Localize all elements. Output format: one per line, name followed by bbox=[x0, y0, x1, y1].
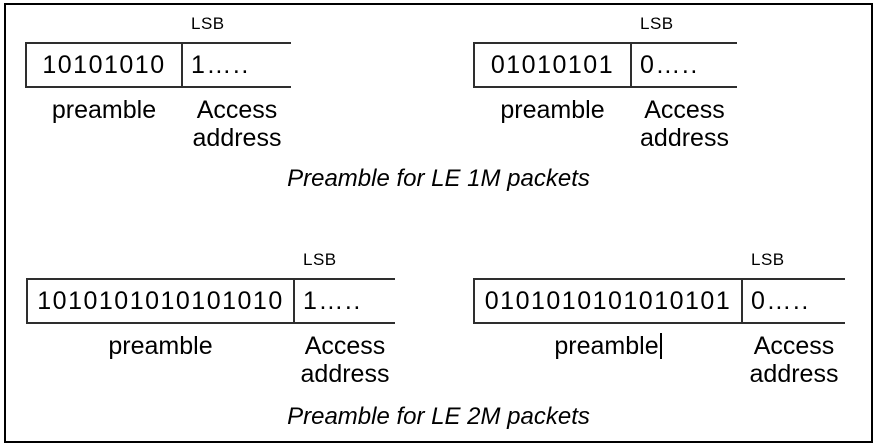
access-address-label: Access address bbox=[183, 96, 291, 152]
lsb-label: LSB bbox=[191, 14, 225, 33]
preamble-label-with-cursor[interactable]: preamble bbox=[473, 332, 743, 388]
access-address-label: Access address bbox=[295, 332, 395, 388]
preamble-bits-cell: 0101010101010101 bbox=[473, 278, 743, 324]
field-labels-row: preamble Access address bbox=[473, 332, 845, 388]
le1m-diagram-a: LSB 10101010 1….. preamble Access addres… bbox=[25, 14, 291, 152]
access-label-line1: Access bbox=[304, 332, 386, 360]
access-address-bits-cell: 0….. bbox=[632, 42, 737, 88]
field-labels-row: preamble Access address bbox=[25, 96, 291, 152]
access-address-bits-cell: 1….. bbox=[295, 278, 395, 324]
le2m-diagram-b: LSB 0101010101010101 0….. preamble Acces… bbox=[473, 250, 845, 388]
preamble-label: preamble bbox=[108, 332, 213, 360]
figure-border bbox=[4, 3, 873, 443]
preamble-bits-cell: 01010101 bbox=[473, 42, 632, 88]
packet-field-row: 01010101 0….. bbox=[473, 42, 737, 88]
preamble-label: preamble bbox=[500, 96, 605, 124]
le2m-diagram-a: LSB 1010101010101010 1….. preamble Acces… bbox=[26, 250, 395, 388]
preamble-bits-cell: 1010101010101010 bbox=[26, 278, 295, 324]
access-label-line1: Access bbox=[196, 96, 278, 124]
access-address-label: Access address bbox=[743, 332, 845, 388]
packet-field-row: 0101010101010101 0….. bbox=[473, 278, 845, 324]
access-label-line1: Access bbox=[753, 332, 835, 360]
access-label-line1: Access bbox=[644, 96, 725, 124]
caption-le-2m: Preamble for LE 2M packets bbox=[287, 403, 590, 430]
lsb-label: LSB bbox=[751, 250, 785, 269]
access-label-line2: address bbox=[640, 124, 729, 152]
lsb-label: LSB bbox=[640, 14, 674, 33]
packet-field-row: 10101010 1….. bbox=[25, 42, 291, 88]
access-address-label: Access address bbox=[632, 96, 737, 152]
lsb-label: LSB bbox=[303, 250, 337, 269]
text-caret bbox=[659, 333, 662, 359]
access-address-bits-cell: 1….. bbox=[183, 42, 291, 88]
preamble-bits-cell: 10101010 bbox=[25, 42, 183, 88]
access-address-bits-cell: 0….. bbox=[743, 278, 845, 324]
access-label-line2: address bbox=[300, 360, 390, 388]
field-labels-row: preamble Access address bbox=[473, 96, 737, 152]
field-labels-row: preamble Access address bbox=[26, 332, 395, 388]
preamble-label-text: preamble bbox=[554, 332, 659, 360]
packet-field-row: 1010101010101010 1….. bbox=[26, 278, 395, 324]
caption-le-1m: Preamble for LE 1M packets bbox=[287, 165, 590, 192]
access-label-line2: address bbox=[192, 124, 282, 152]
preamble-label: preamble bbox=[51, 96, 157, 124]
access-label-line2: address bbox=[749, 360, 839, 388]
le1m-diagram-b: LSB 01010101 0….. preamble Access addres… bbox=[473, 14, 737, 152]
